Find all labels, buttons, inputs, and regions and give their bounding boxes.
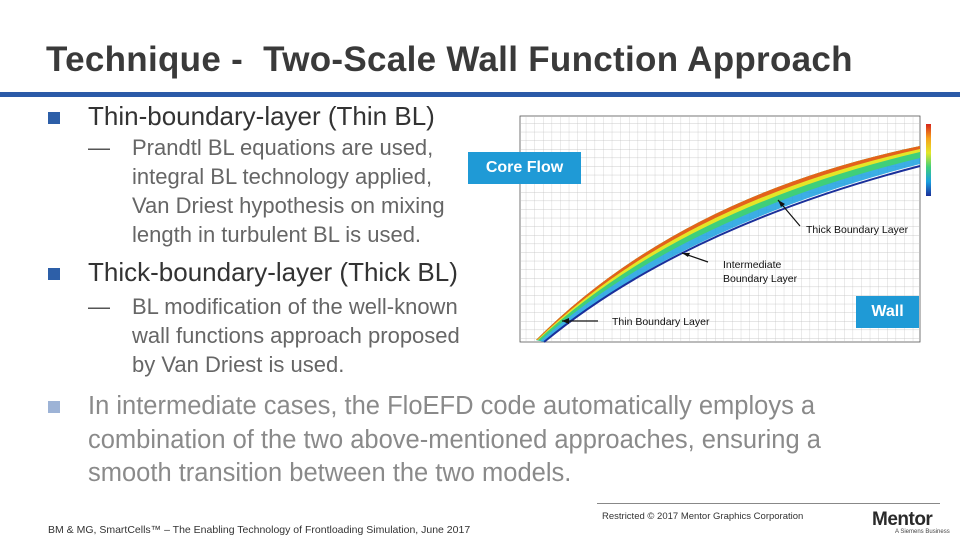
- label-intermediate-1: Intermediate: [723, 259, 782, 271]
- arrow-head-icon: [562, 318, 569, 324]
- thin-bl-detail-4: length in turbulent BL is used.: [132, 222, 422, 247]
- bullet-square-icon: [48, 112, 60, 124]
- intermediate-line-2: combination of the two above-mentioned a…: [88, 426, 821, 454]
- bullet-thick-bl: Thick-boundary-layer (Thick BL): [88, 257, 458, 287]
- thin-bl-detail-3: Van Driest hypothesis on mixing: [132, 193, 445, 218]
- thick-bl-detail-3: by Van Driest is used.: [132, 352, 345, 377]
- bullet-thin-bl: Thin-boundary-layer (Thin BL): [88, 101, 435, 131]
- dash-icon: —: [88, 135, 110, 160]
- thick-bl-detail-1: BL modification of the well-known: [132, 294, 458, 319]
- logo-subtitle: A Siemens Business: [895, 529, 950, 535]
- thin-bl-detail-2: integral BL technology applied,: [132, 164, 433, 189]
- footer-copyright: Restricted © 2017 Mentor Graphics Corpor…: [602, 511, 804, 522]
- bullet-square-icon: [48, 401, 60, 413]
- title-underline: [0, 92, 960, 97]
- intermediate-line-3: smooth transition between the two models…: [88, 459, 572, 487]
- thick-bl-detail-2: wall functions approach proposed: [132, 323, 460, 348]
- mentor-logo: Mentor: [872, 509, 933, 530]
- bullet-square-icon: [48, 268, 60, 280]
- intermediate-line-1: In intermediate cases, the FloEFD code a…: [88, 392, 816, 420]
- label-intermediate-2: Boundary Layer: [723, 273, 798, 285]
- footer-caption: BM & MG, SmartCells™ – The Enabling Tech…: [48, 524, 471, 536]
- bl-band-green: [536, 146, 920, 341]
- arrow-head-icon: [682, 253, 690, 257]
- wall-edge: [543, 165, 921, 343]
- thin-bl-detail-1: Prandtl BL equations are used,: [132, 135, 434, 160]
- callout-wall: Wall: [856, 296, 919, 328]
- label-thick-bl: Thick Boundary Layer: [806, 224, 909, 236]
- boundary-layer-figure: Thick Boundary Layer Intermediate Bounda…: [500, 106, 940, 372]
- label-thin-bl: Thin Boundary Layer: [612, 316, 710, 328]
- slide-title: Technique - Two-Scale Wall Function Appr…: [46, 40, 853, 79]
- callout-core-flow: Core Flow: [468, 152, 581, 184]
- footer-divider: [597, 503, 940, 504]
- boundary-layer-plot: Thick Boundary Layer Intermediate Bounda…: [519, 115, 931, 343]
- colorbar: [926, 124, 931, 196]
- dash-icon: —: [88, 294, 110, 319]
- arrow-head-icon: [778, 200, 785, 207]
